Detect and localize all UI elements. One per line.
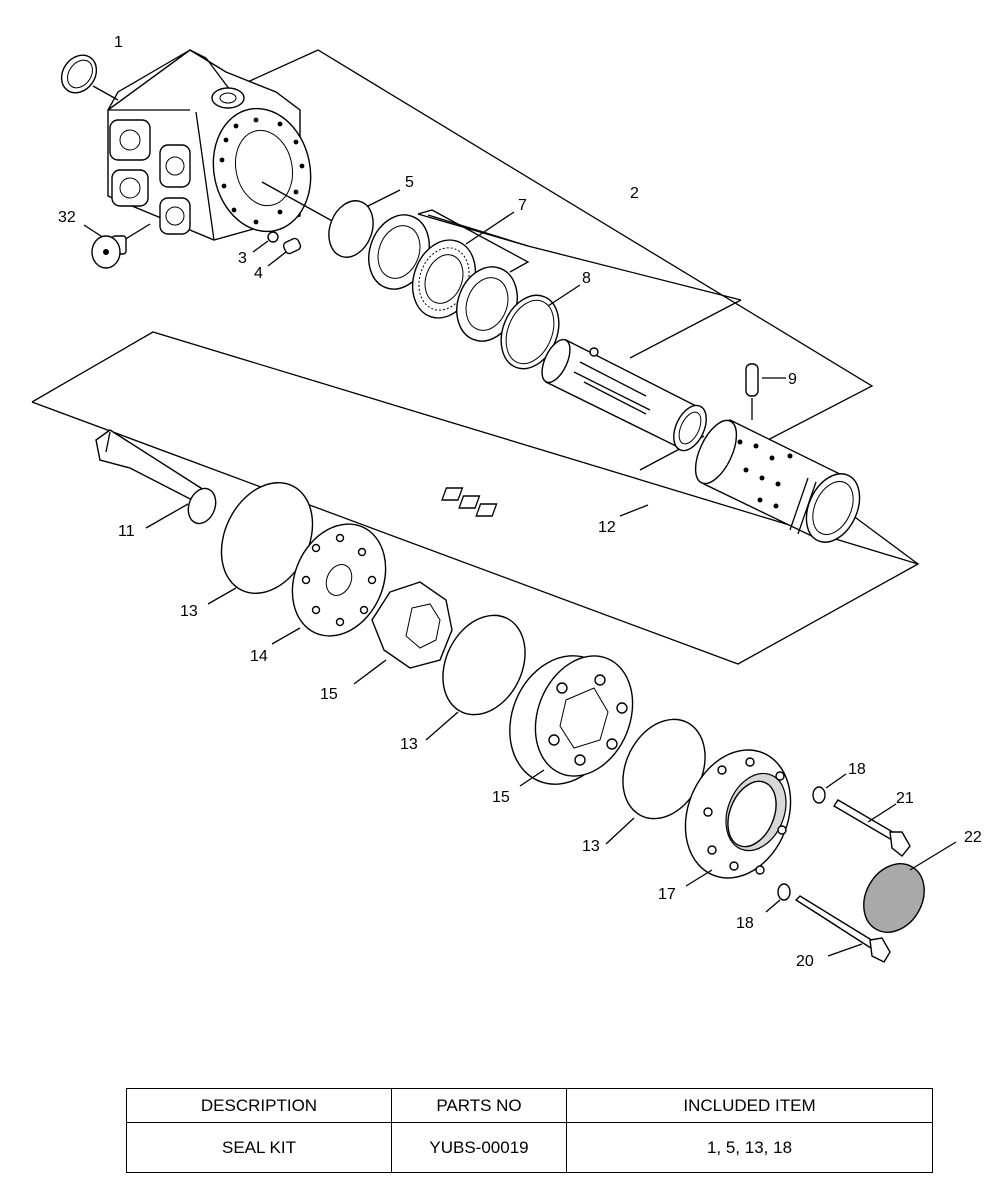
- part-15-stator: [509, 655, 634, 787]
- callout-5: 5: [405, 174, 414, 191]
- spool: [541, 338, 707, 452]
- part-5-o-ring: [328, 189, 401, 258]
- assembly-frame-lower: [31, 213, 920, 665]
- part-11-drive-shaft: [95, 429, 217, 529]
- header-parts-no: PARTS NO: [391, 1088, 567, 1123]
- callout-12: 12: [598, 519, 616, 536]
- part-18-washer-a: [812, 773, 847, 804]
- callout-21: 21: [896, 790, 914, 807]
- callout-1: 1: [114, 34, 123, 51]
- part-1-o-ring: [60, 54, 119, 101]
- callout-22: 22: [964, 829, 982, 846]
- table-header-row: DESCRIPTION PARTS NO INCLUDED ITEM: [126, 1088, 933, 1123]
- seal-kit-table: DESCRIPTION PARTS NO INCLUDED ITEM SEAL …: [126, 1088, 933, 1173]
- header-included-item: INCLUDED ITEM: [566, 1088, 933, 1123]
- callout-7: 7: [518, 197, 527, 214]
- callout-32: 32: [58, 209, 76, 226]
- part-22-name-plate: [863, 841, 957, 933]
- part-8-ring: [500, 284, 581, 370]
- cell-included-item: 1, 5, 13, 18: [566, 1122, 933, 1173]
- part-15-rotor: [353, 581, 453, 685]
- callout-18-a: 18: [848, 761, 866, 778]
- valve-housing: [107, 49, 335, 241]
- part-21-bolt: [833, 799, 911, 857]
- part-12-springs: [441, 487, 649, 517]
- part-20-bolt: [794, 895, 891, 963]
- part-13-o-ring-a: [207, 482, 314, 605]
- callout-3: 3: [238, 250, 247, 267]
- callout-11: 11: [118, 523, 135, 540]
- callout-labels: 1 2 3 4 5 7 8 9 11 12 13 13 13 14 15 15 …: [58, 34, 982, 970]
- header-description: DESCRIPTION: [126, 1088, 392, 1123]
- callout-15-b: 15: [492, 789, 510, 806]
- callout-17: 17: [658, 886, 676, 903]
- exploded-parts-diagram: 1 2 3 4 5 7 8 9 11 12 13 13 13 14 15 15 …: [31, 34, 982, 970]
- callout-2: 2: [630, 185, 639, 202]
- part-3-ball: [252, 231, 279, 253]
- callout-18-b: 18: [736, 915, 754, 932]
- callout-9: 9: [788, 371, 797, 388]
- table-row: SEAL KIT YUBS-00019 1, 5, 13, 18: [126, 1122, 933, 1173]
- callout-15-a: 15: [320, 686, 338, 703]
- callout-4: 4: [254, 265, 263, 282]
- callout-13-a: 13: [180, 603, 198, 620]
- cell-description: SEAL KIT: [126, 1122, 392, 1173]
- part-7-thrust-bearing: [368, 209, 530, 342]
- part-4-set-screw: [267, 237, 302, 267]
- part-32-plug: [83, 223, 151, 269]
- part-18-washer-b: [765, 883, 791, 913]
- callout-13-c: 13: [582, 838, 600, 855]
- sleeve: [694, 419, 861, 543]
- part-13-o-ring-b: [425, 614, 526, 741]
- callout-20: 20: [796, 953, 814, 970]
- assembly-frame-upper: [229, 49, 874, 471]
- part-14-spacer-plate: [271, 523, 387, 645]
- callout-14: 14: [250, 648, 268, 665]
- cell-parts-no: YUBS-00019: [391, 1122, 567, 1173]
- part-9-pin: [745, 363, 786, 420]
- callout-8: 8: [582, 270, 591, 287]
- callout-13-b: 13: [400, 736, 418, 753]
- part-17-end-cap: [684, 749, 792, 887]
